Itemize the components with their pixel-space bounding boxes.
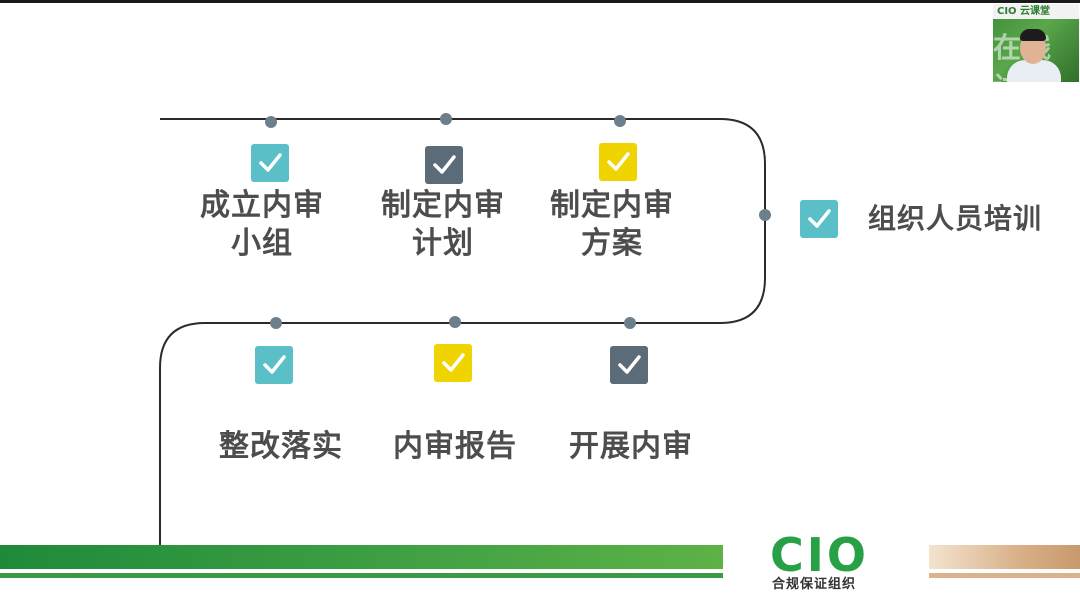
- flow-node: [759, 209, 771, 221]
- check-icon: [255, 346, 293, 384]
- footer-gold-stripe: [929, 573, 1080, 578]
- webcam-overlay[interactable]: 在线访 CIO 云课堂: [993, 4, 1079, 82]
- flow-node: [265, 116, 277, 128]
- check-icon: [610, 346, 648, 384]
- check-icon: [425, 146, 463, 184]
- presenter-body: [1007, 60, 1061, 82]
- step-label: 制定内审 方案: [550, 188, 674, 261]
- step-label: 制定内审 计划: [381, 188, 505, 261]
- flow-node: [614, 115, 626, 127]
- flow-node: [270, 317, 282, 329]
- flow-node: [449, 316, 461, 328]
- cio-logo: CIO 合规保证组织: [770, 531, 885, 593]
- flow-node: [624, 317, 636, 329]
- footer-green-bar: [0, 545, 723, 569]
- footer-gold-bar: [929, 545, 1080, 569]
- logo-subtitle: 合规保证组织: [772, 577, 857, 592]
- check-icon: [434, 344, 472, 382]
- window-top-border: [0, 0, 1080, 3]
- check-icon: [599, 143, 637, 181]
- check-icon: [800, 200, 838, 238]
- check-icon: [251, 144, 289, 182]
- step-label: 成立内审 小组: [200, 188, 324, 261]
- step-label: 组织人员培训: [868, 202, 1043, 235]
- webcam-banner-text: CIO 云课堂: [997, 6, 1051, 17]
- flow-node: [440, 113, 452, 125]
- logo-wordmark: CIO: [770, 528, 869, 582]
- step-label: 开展内审: [569, 429, 693, 464]
- step-label: 内审报告: [393, 429, 517, 464]
- presenter-hair: [1020, 29, 1046, 41]
- webcam-banner: CIO 云课堂: [993, 4, 1079, 19]
- step-label: 整改落实: [219, 429, 343, 464]
- footer-green-stripe: [0, 573, 723, 578]
